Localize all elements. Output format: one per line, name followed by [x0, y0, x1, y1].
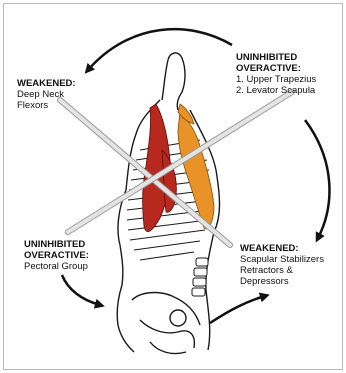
- label-weakened-deep-neck: WEAKENED: Deep Neck Flexors: [17, 78, 76, 111]
- label-line: Deep Neck: [17, 89, 76, 100]
- label-line: Depressors: [240, 276, 324, 287]
- label-heading: WEAKENED:: [240, 243, 324, 254]
- cycle-arrow-right: [305, 120, 329, 238]
- cycle-arrow-bottom: [210, 296, 265, 323]
- label-heading: UNINHIBITED: [24, 239, 89, 250]
- label-line: 1. Upper Trapezius: [236, 74, 316, 85]
- label-heading: WEAKENED:: [17, 78, 76, 89]
- cycle-arrow-left: [62, 275, 100, 305]
- cross-bars: [60, 92, 292, 245]
- label-overactive-pectoral: UNINHIBITED OVERACTIVE: Pectoral Group: [24, 239, 89, 272]
- label-line: Retractors &: [240, 265, 324, 276]
- label-line: Pectoral Group: [24, 261, 89, 272]
- label-overactive-trapezius: UNINHIBITED OVERACTIVE: 1. Upper Trapezi…: [236, 52, 316, 96]
- label-heading: OVERACTIVE:: [236, 63, 316, 74]
- label-line: Flexors: [17, 100, 76, 111]
- cycle-arrow-top: [88, 29, 232, 70]
- label-line: Scapular Stabilizers: [240, 254, 324, 265]
- label-line: 2. Levator Scapula: [236, 85, 316, 96]
- label-heading: OVERACTIVE:: [24, 250, 89, 261]
- label-weakened-scapular: WEAKENED: Scapular Stabilizers Retractor…: [240, 243, 324, 287]
- label-heading: UNINHIBITED: [236, 52, 316, 63]
